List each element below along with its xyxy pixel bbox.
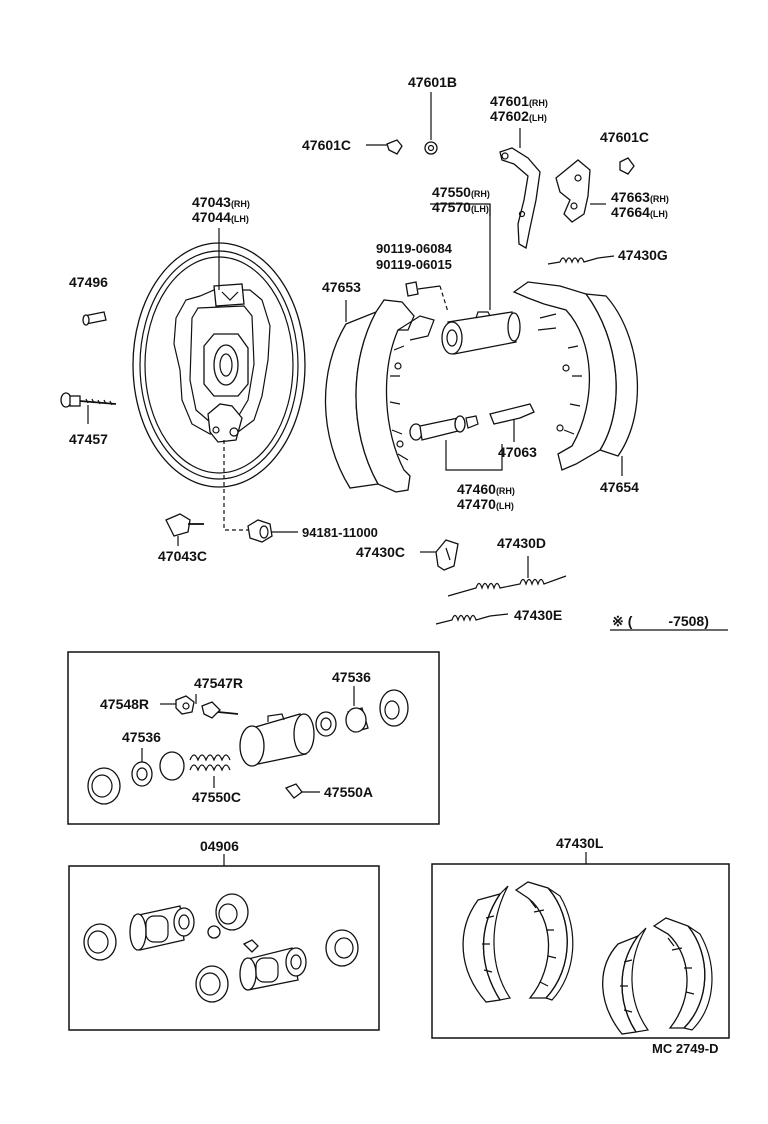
label-47470: 47470(LH) <box>457 496 514 512</box>
part-47063-strut <box>489 403 535 442</box>
label-47043C: 47043C <box>158 548 207 564</box>
label-47550C: 47550C <box>192 789 241 805</box>
note-serial-range: ※(-7508) <box>612 613 709 629</box>
part-47663-bracket <box>555 159 606 223</box>
label-47550: 47550(RH) <box>432 184 490 200</box>
leader-lines <box>430 92 491 310</box>
part-47550-wheel-cylinder <box>441 311 521 355</box>
label-47548R: 47548R <box>100 696 149 712</box>
label-47601C-left: 47601C <box>302 137 351 153</box>
label-90119-06015: 90119-06015 <box>376 257 452 272</box>
label-47460: 47460(RH) <box>457 481 515 497</box>
label-47547R: 47547R <box>194 675 243 691</box>
label-47653: 47653 <box>322 279 361 295</box>
part-47043-backing-plate <box>132 228 306 488</box>
part-47601-adjuster-lever <box>499 128 541 250</box>
label-47654: 47654 <box>600 479 639 495</box>
part-47496-pin <box>82 311 107 326</box>
label-47570: 47570(LH) <box>432 199 489 215</box>
label-47496: 47496 <box>69 274 108 290</box>
shoe-kit-box <box>431 863 730 1039</box>
part-47654-brake-shoe <box>512 281 639 476</box>
label-47601B: 47601B <box>408 74 457 90</box>
label-47430L: 47430L <box>556 835 604 851</box>
label-47536-left: 47536 <box>122 729 161 745</box>
label-47430G: 47430G <box>618 247 668 263</box>
part-90119-bolt <box>405 281 449 313</box>
figure-code: MC 2749-D <box>652 1041 718 1056</box>
repair-kit-box <box>68 865 380 1031</box>
label-04906: 04906 <box>200 838 239 854</box>
label-47430C: 47430C <box>356 544 405 560</box>
label-47430E: 47430E <box>514 607 562 623</box>
part-47601C-clip-right <box>619 157 635 175</box>
wheel-cylinder-kit-box <box>67 651 440 825</box>
label-47601: 47601(RH) <box>490 93 548 109</box>
part-94181-nut <box>223 440 298 543</box>
repair-kit-parts <box>83 893 359 1003</box>
label-47664: 47664(LH) <box>611 204 668 220</box>
shoe-kit-parts <box>462 881 713 1035</box>
part-47430D-spring <box>447 556 567 597</box>
label-47063: 47063 <box>498 444 537 460</box>
part-47430C-clip <box>420 539 459 571</box>
part-47601C-clip-left <box>366 139 403 155</box>
label-47550A: 47550A <box>324 784 373 800</box>
label-47430D: 47430D <box>497 535 546 551</box>
label-47043: 47043(RH) <box>192 194 250 210</box>
part-47043C-bleeder <box>165 513 204 546</box>
wheel-cylinder-kit-parts <box>87 686 409 805</box>
label-47044: 47044(LH) <box>192 209 249 225</box>
label-47457: 47457 <box>69 431 108 447</box>
part-47457-bolt <box>60 392 117 424</box>
label-90119-06084: 90119-06084 <box>376 241 453 256</box>
label-47663: 47663(RH) <box>611 189 669 205</box>
part-47460-adjuster <box>409 415 503 471</box>
label-47601C-right: 47601C <box>600 129 649 145</box>
label-47602: 47602(LH) <box>490 108 547 124</box>
label-47536-top: 47536 <box>332 669 371 685</box>
part-47653-brake-shoe <box>324 299 435 493</box>
part-47430E-spring <box>435 613 509 625</box>
label-94181-11000: 94181-11000 <box>302 525 378 540</box>
part-47601B-nut <box>424 141 438 155</box>
part-47430G-spring <box>547 255 615 265</box>
